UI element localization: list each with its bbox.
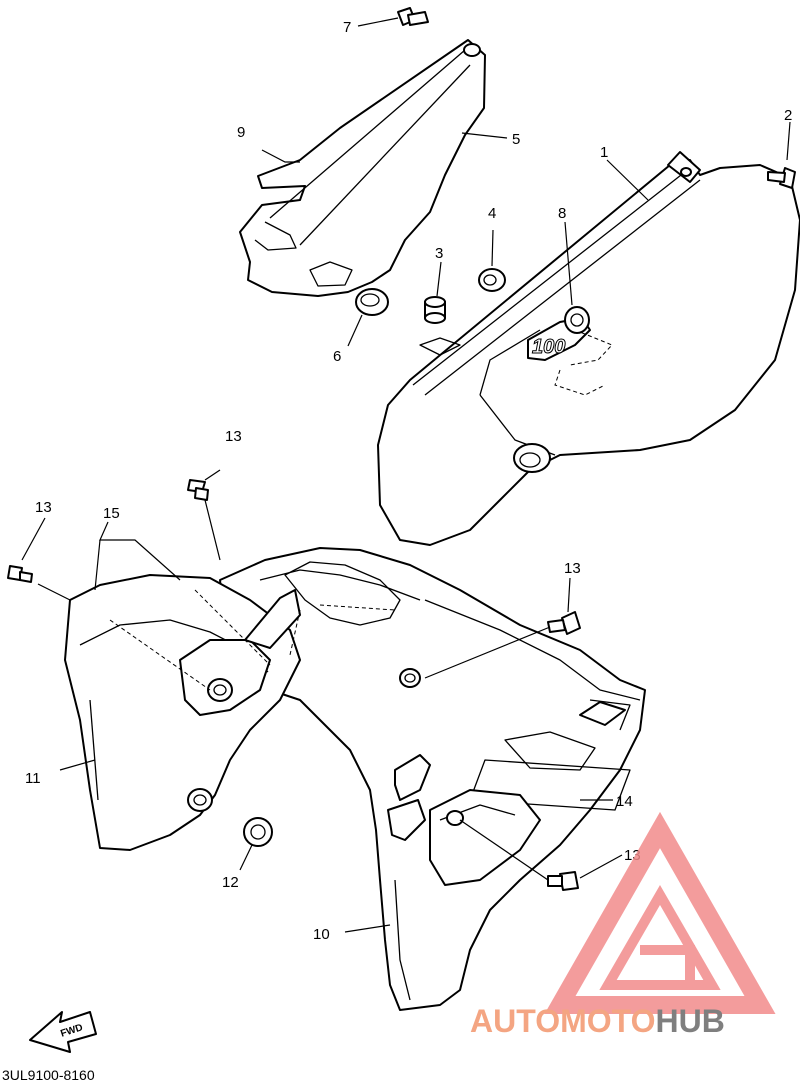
part-13-bolt-bottom [547, 871, 579, 891]
callout-11: 11 [25, 770, 41, 787]
callout-14: 14 [616, 793, 633, 810]
callout-1: 1 [600, 144, 608, 161]
callout-13-right: 13 [564, 560, 581, 577]
callout-5: 5 [512, 131, 520, 148]
part-2-bolt [767, 167, 796, 189]
assembly-dashed-lines [109, 589, 396, 691]
callout-15: 15 [103, 505, 120, 522]
part-3-grommet [419, 296, 461, 356]
callout-6: 6 [333, 348, 341, 365]
watermark-logo [544, 811, 776, 1014]
part-10-lower-cover [219, 547, 646, 1011]
part-13-bolt-top [187, 479, 209, 501]
forward-direction-arrow: FWD [29, 1011, 97, 1053]
callout-3: 3 [435, 245, 443, 262]
cover-emblem-100: 100 [532, 336, 565, 358]
part-5-side-cover-bracket [239, 39, 486, 297]
part-13-bolt-left [7, 565, 33, 583]
callout-9: 9 [237, 124, 245, 141]
part-1-side-cover: 100 [377, 151, 800, 546]
part-6-grommet [355, 288, 389, 316]
part-11-front-panel [64, 574, 301, 851]
callout-10: 10 [313, 926, 330, 943]
part-4-grommet [478, 268, 506, 292]
watermark-text: AUTOMOTOHUB [470, 1003, 725, 1039]
callout-4: 4 [488, 205, 496, 222]
part-13-bolt-right [547, 611, 581, 635]
callout-8: 8 [558, 205, 566, 222]
part-7-bolt [397, 7, 429, 26]
diagram-code: 3UL9100-8160 [2, 1067, 95, 1083]
callout-12: 12 [222, 874, 239, 891]
part-12-collar [243, 817, 273, 847]
callout-13-top: 13 [225, 428, 242, 445]
callout-2: 2 [784, 107, 792, 124]
callout-13-left: 13 [35, 499, 52, 516]
leader-lines [21, 17, 791, 933]
part-8-grommet [564, 306, 590, 334]
callout-7: 7 [343, 19, 351, 36]
